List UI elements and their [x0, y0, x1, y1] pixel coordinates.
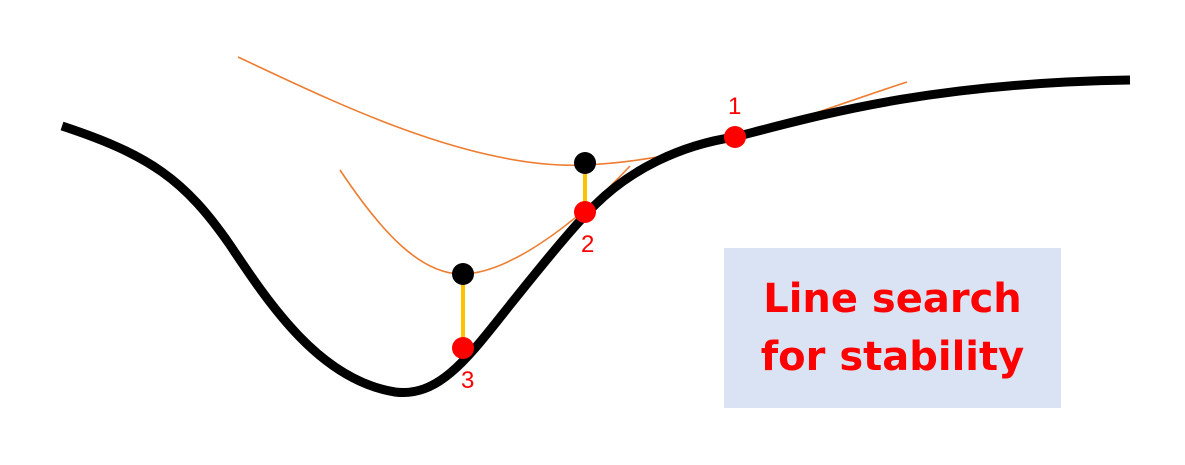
objective-curve	[60, 75, 1131, 398]
iterate-point-2	[574, 201, 596, 223]
point-label-2: 2	[581, 231, 594, 258]
point-label-1: 1	[728, 93, 741, 120]
iterate-point-1	[724, 126, 746, 148]
model-minimum-2	[452, 263, 474, 285]
point-label-3: 3	[461, 367, 474, 394]
quadratic-model-1	[237, 56, 908, 167]
model-minimum-1	[574, 152, 596, 174]
caption-box: Line search for stability	[724, 248, 1061, 408]
caption-line-2: for stability	[760, 334, 1025, 380]
iterate-point-3	[452, 337, 474, 359]
caption-line-1: Line search	[763, 276, 1022, 322]
